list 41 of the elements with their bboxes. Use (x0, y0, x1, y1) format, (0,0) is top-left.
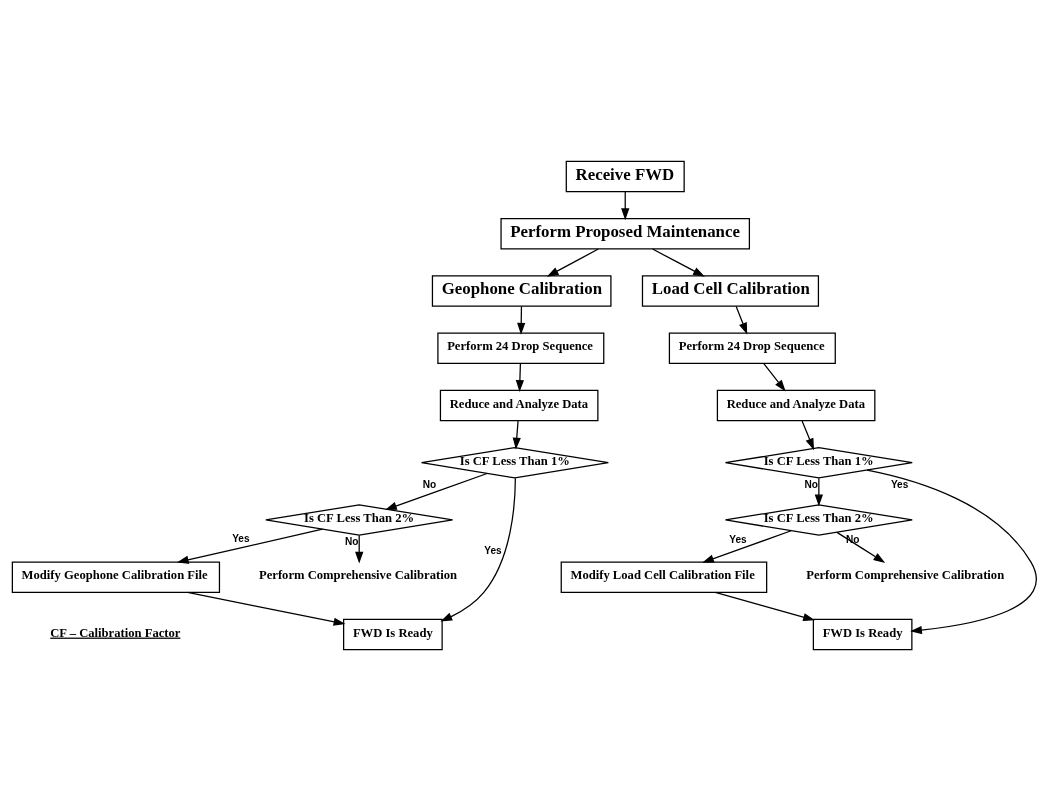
node-diamond: Is CF Less Than 2% (724, 503, 913, 536)
arrow (515, 362, 525, 392)
node-box: Modify Geophone Calibration File (11, 560, 221, 593)
edge-label: Yes (232, 532, 250, 544)
node-text: Perform Comprehensive Calibration (259, 567, 458, 582)
node-box: Reduce and Analyze Data (439, 389, 599, 421)
arrow (176, 528, 324, 564)
arrow (801, 419, 815, 450)
arrow (735, 305, 748, 334)
node-box: Load Cell Calibration (641, 274, 820, 307)
arrow (186, 591, 346, 626)
edge-label: Yes (890, 478, 909, 490)
node-text: Perform Comprehensive Calibration (806, 567, 1005, 582)
arrow (546, 247, 599, 277)
node-box: Perform 24 Drop Sequence (668, 331, 836, 364)
arrow (440, 477, 516, 621)
edge-label: No (422, 478, 437, 490)
node-box: Perform 24 Drop Sequence (437, 331, 605, 364)
node-box: FWD Is Ready (812, 618, 913, 650)
arrow (651, 247, 705, 277)
arrow (512, 419, 521, 449)
arrow (385, 472, 488, 510)
arrow (836, 531, 886, 563)
edge-label: No (344, 535, 359, 547)
node-box: FWD Is Ready (343, 618, 443, 650)
edge-label: No (804, 478, 818, 490)
node-box: Modify Load Cell Calibration File (560, 560, 768, 593)
node-diamond: Is CF Less Than 1% (420, 446, 609, 479)
edge-label: No (845, 533, 860, 545)
edge-label: Yes (729, 533, 747, 545)
node-box: Perform Proposed Maintenance (500, 217, 750, 250)
node-box: Geophone Calibration (431, 274, 612, 307)
node-box: Reduce and Analyze Data (716, 389, 876, 421)
arrow (866, 469, 1037, 634)
edge-label: Yes (484, 544, 502, 556)
arrow (702, 529, 792, 563)
node-box: Receive FWD (565, 160, 685, 192)
arrow (714, 591, 815, 621)
node-diamond: Is CF Less Than 1% (724, 446, 913, 479)
label: CF – Calibration Factor (50, 625, 181, 640)
arrow (763, 362, 786, 391)
